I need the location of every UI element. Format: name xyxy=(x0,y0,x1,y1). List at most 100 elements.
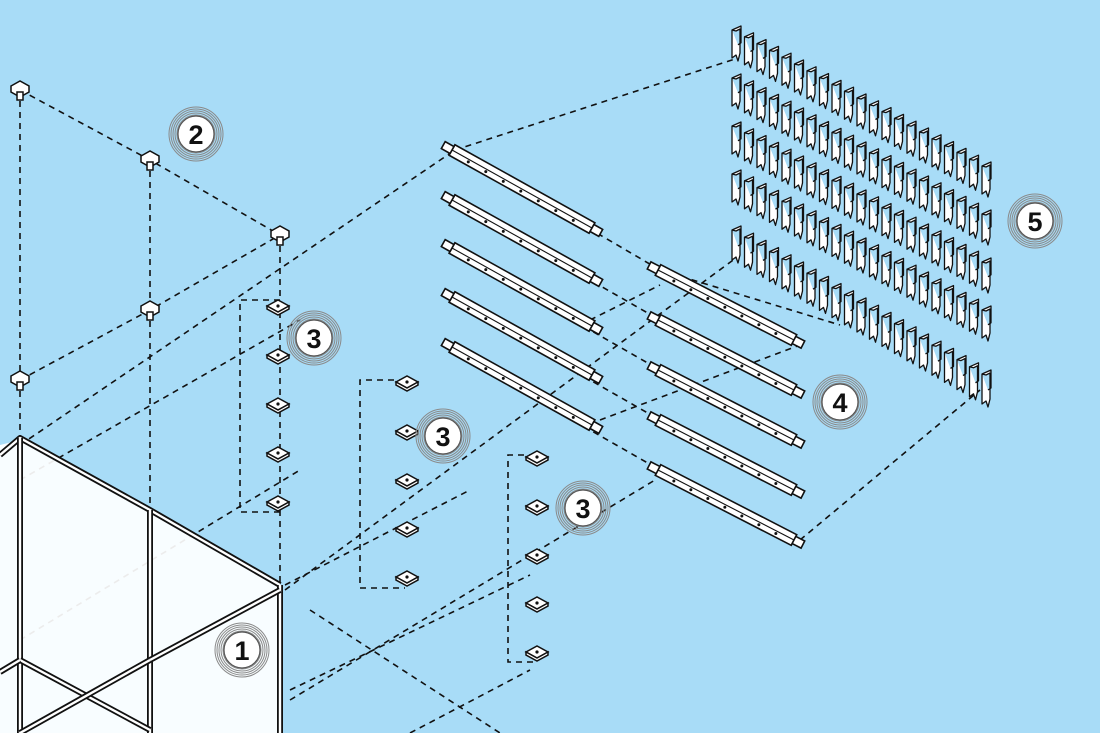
fin-blade xyxy=(906,216,917,253)
callout-number: 2 xyxy=(188,120,203,150)
fin-array xyxy=(731,25,992,408)
guide-line xyxy=(659,269,841,326)
callout-brackets-column-c: 3 xyxy=(555,480,611,536)
fin-blade xyxy=(768,246,780,286)
fin-blade xyxy=(893,257,905,295)
fin-blade xyxy=(818,168,830,206)
callout-set: 1 2 3 3 3 4 5 xyxy=(168,106,1063,678)
fin-blade xyxy=(931,230,942,267)
corner-connector xyxy=(270,225,290,246)
guide-line xyxy=(589,284,661,321)
fin-blade xyxy=(756,182,767,220)
fin-blade xyxy=(868,100,880,137)
fin-blade xyxy=(968,362,980,401)
guide-line xyxy=(449,349,661,471)
mounting-bracket xyxy=(524,450,550,467)
fin-blade xyxy=(843,134,855,171)
fin-blade xyxy=(731,225,742,264)
fin-blade xyxy=(743,80,755,117)
fin-blade xyxy=(943,188,955,226)
frame-assembly xyxy=(0,435,283,733)
callout-number: 3 xyxy=(575,494,590,524)
bracket-set xyxy=(265,299,550,662)
support-rail xyxy=(646,360,806,450)
fin-blade xyxy=(831,175,842,213)
fin-blade xyxy=(768,45,780,83)
fin-blade xyxy=(968,250,980,287)
support-rail xyxy=(646,460,806,550)
fin-blade xyxy=(731,121,742,158)
fin-blade xyxy=(931,278,942,315)
fin-blade xyxy=(731,25,742,62)
fin-blade xyxy=(856,189,867,226)
fin-blade xyxy=(731,169,742,206)
callout-brackets-column-a: 3 xyxy=(286,310,342,366)
fin-blade xyxy=(781,100,792,137)
frame-bar-highlight xyxy=(0,436,281,587)
mounting-bracket xyxy=(265,299,291,316)
mounting-bracket xyxy=(265,495,291,512)
support-rail xyxy=(440,190,604,288)
support-rail xyxy=(440,238,604,336)
fin-blade xyxy=(943,284,955,322)
fin-blade xyxy=(818,275,830,315)
callout-number: 4 xyxy=(832,388,847,418)
guide-line xyxy=(239,299,280,513)
mounting-bracket xyxy=(394,473,420,490)
guide-line xyxy=(19,319,301,481)
fin-blade xyxy=(868,244,880,281)
mounting-bracket xyxy=(524,548,550,565)
fin-blade xyxy=(981,209,992,246)
fin-blade xyxy=(743,232,755,271)
fin-blade xyxy=(981,369,992,408)
fin-blade xyxy=(906,264,917,301)
fin-blade xyxy=(881,250,892,288)
fin-blade xyxy=(881,311,892,351)
support-rail xyxy=(440,140,604,238)
guide-line xyxy=(449,249,661,371)
callout-brackets-column-b: 3 xyxy=(415,408,471,464)
fin-blade xyxy=(918,223,930,260)
guide-line xyxy=(19,149,456,446)
fin-blade xyxy=(743,32,755,69)
fin-blade xyxy=(956,243,967,281)
fin-blade xyxy=(906,120,917,157)
fin-blade xyxy=(831,223,842,261)
guide-line xyxy=(449,299,661,421)
fin-blade xyxy=(768,93,780,131)
fin-blade xyxy=(868,304,880,343)
corner-connector xyxy=(10,370,30,391)
fin-blade xyxy=(818,120,830,158)
callout-number: 5 xyxy=(1027,207,1042,237)
fin-blade xyxy=(856,93,867,130)
fin-blade xyxy=(756,239,767,279)
mounting-bracket xyxy=(394,375,420,392)
fin-blade xyxy=(781,148,792,185)
fin-blade xyxy=(768,141,780,179)
fin-blade xyxy=(806,66,817,103)
support-rail xyxy=(646,260,806,350)
support-rail xyxy=(646,310,806,400)
fin-blade xyxy=(793,107,805,144)
fin-blade xyxy=(918,127,930,164)
fin-blade xyxy=(843,290,855,329)
callout-frame: 1 xyxy=(214,622,270,678)
fin-blade xyxy=(818,216,830,254)
fin-blade xyxy=(968,298,980,335)
fin-blade xyxy=(893,318,905,358)
fin-blade xyxy=(781,52,792,89)
fin-blade xyxy=(893,209,905,247)
fin-blade xyxy=(981,161,992,198)
corner-connector xyxy=(140,300,160,321)
fin-blade xyxy=(881,202,892,240)
fin-blade xyxy=(918,175,930,212)
guide-line xyxy=(284,489,471,586)
fin-blade xyxy=(893,161,905,199)
corner-connector xyxy=(140,150,160,171)
fin-blade xyxy=(731,73,742,110)
mounting-bracket xyxy=(524,645,550,662)
fin-blade xyxy=(868,148,880,185)
fin-blade xyxy=(768,189,780,227)
fin-blade xyxy=(956,354,967,394)
